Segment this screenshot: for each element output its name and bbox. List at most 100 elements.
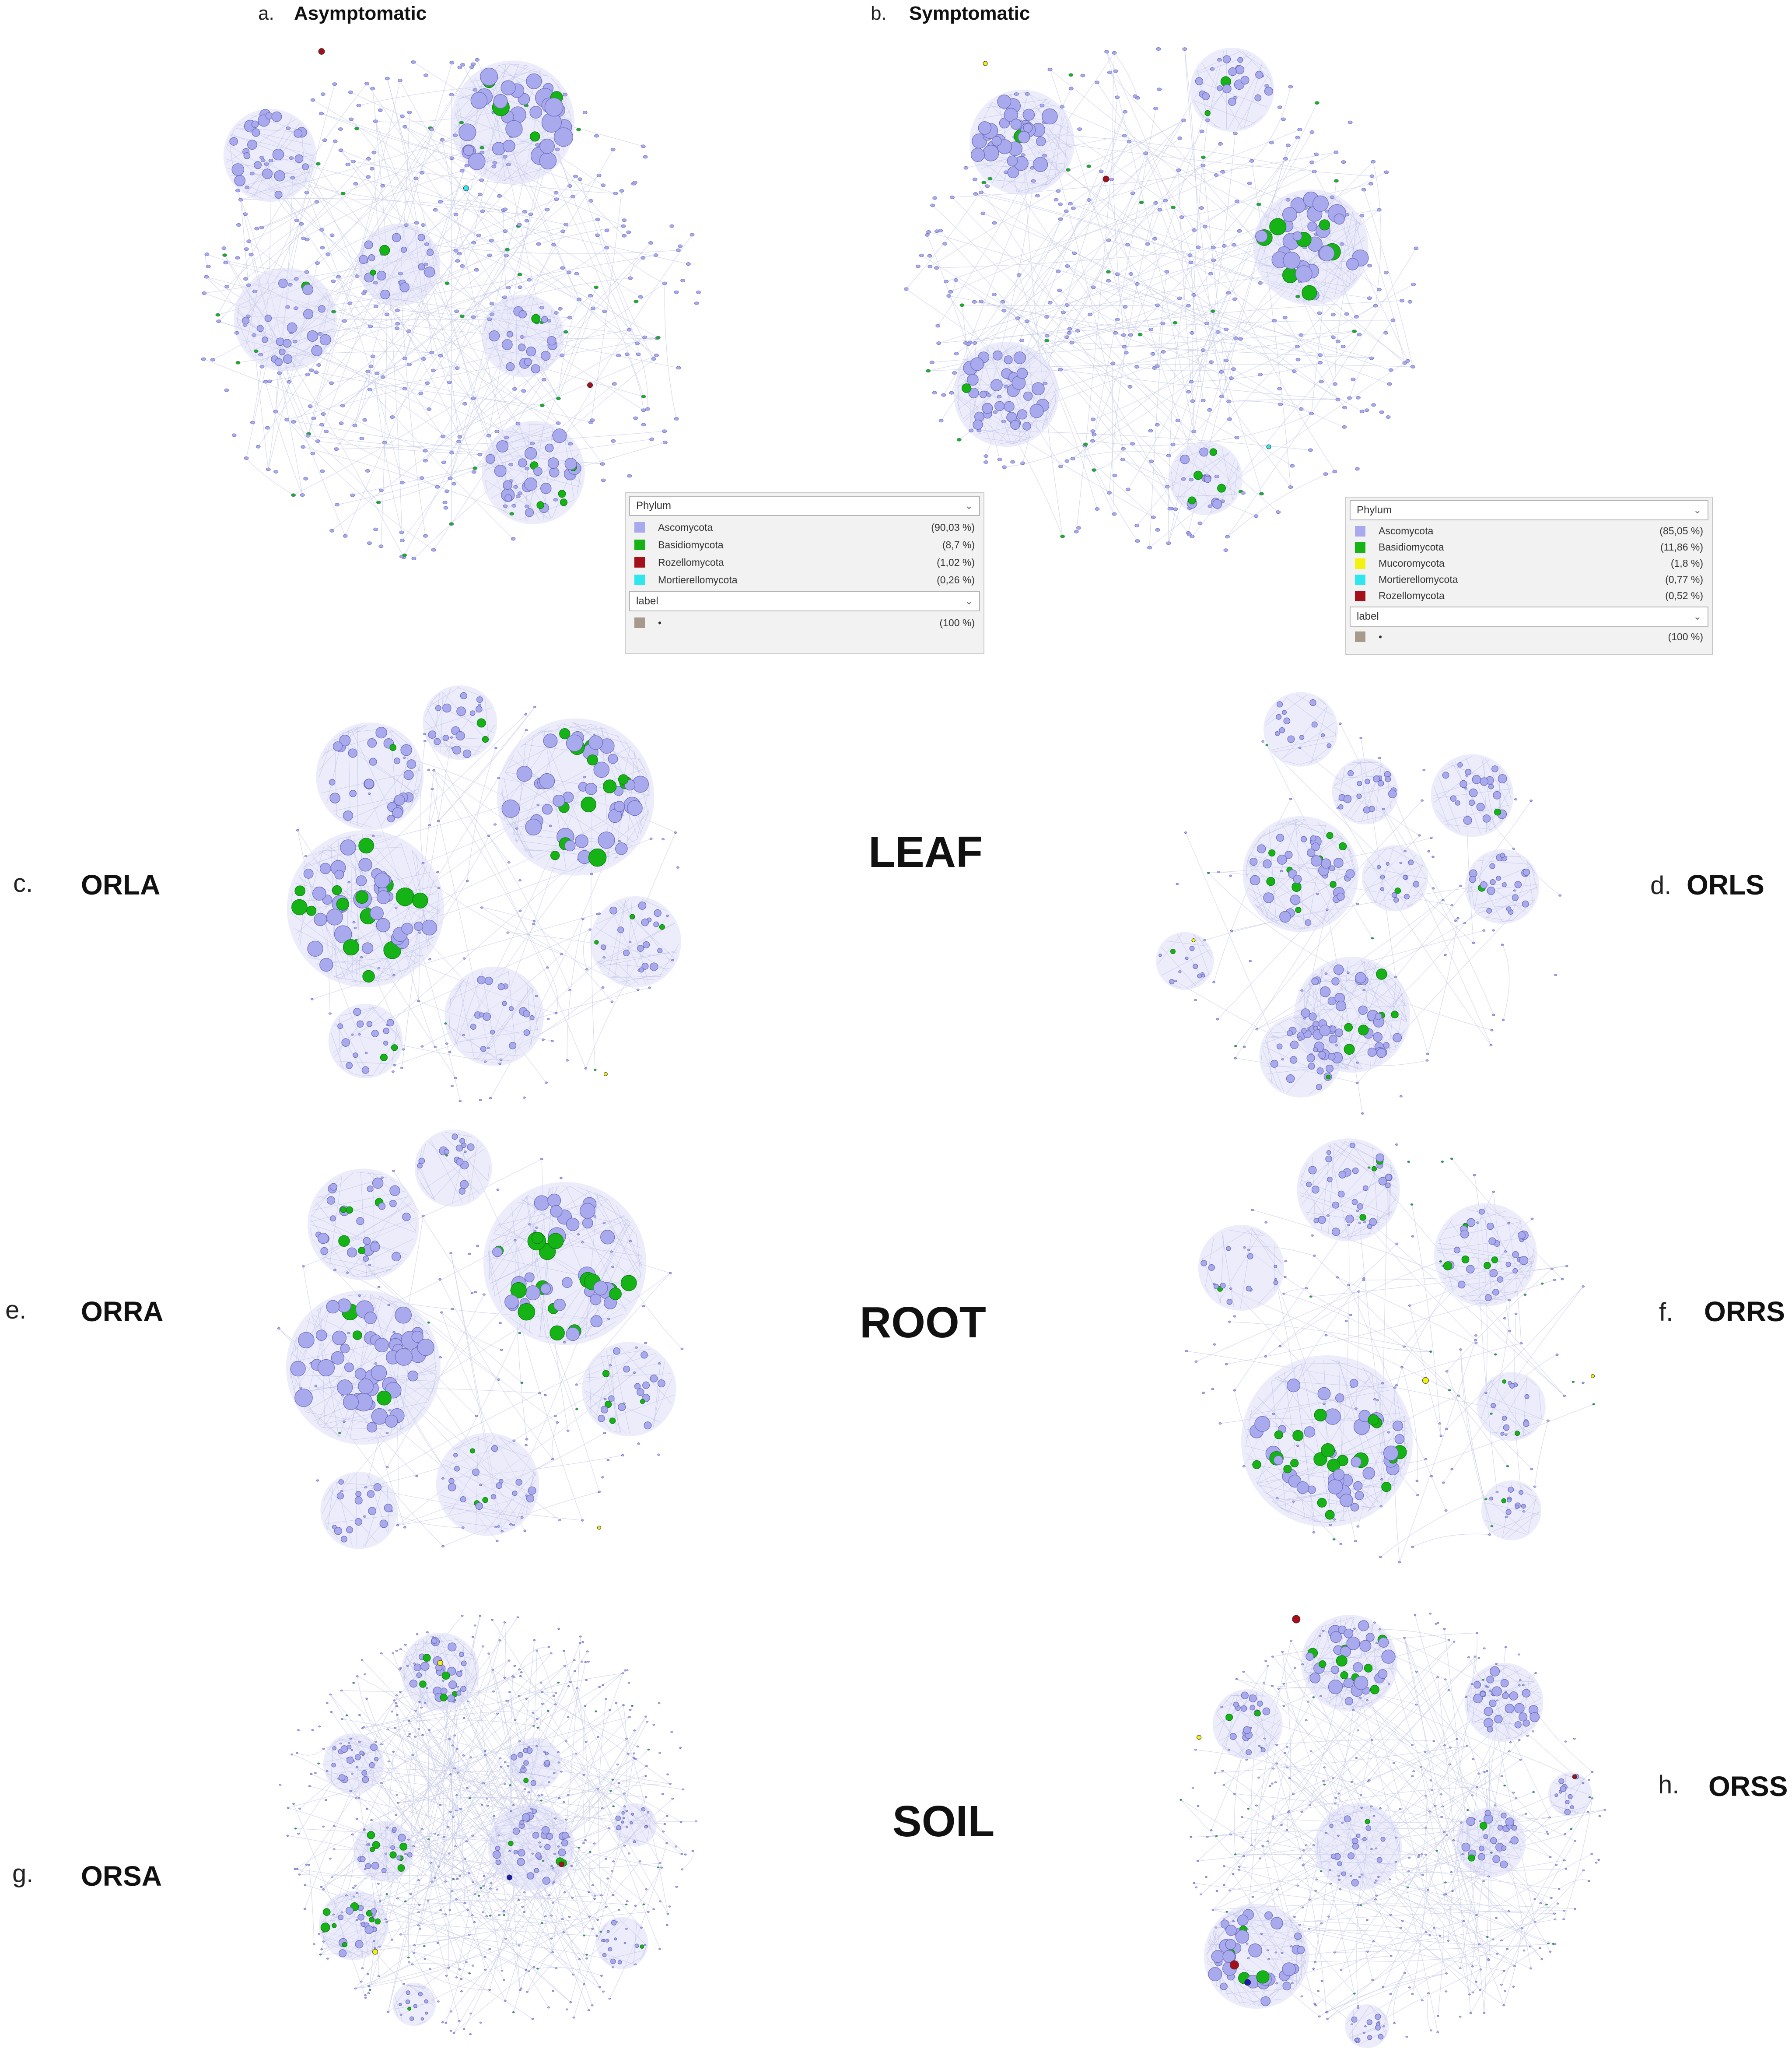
network-node — [638, 901, 647, 910]
network-node — [352, 1895, 355, 1898]
network-node — [294, 1868, 296, 1870]
network-node — [1411, 1546, 1414, 1548]
network-node — [1151, 516, 1156, 519]
network-node — [1427, 1889, 1430, 1891]
network-node — [377, 1390, 392, 1406]
label-dropdown[interactable]: label ⌄ — [1350, 607, 1708, 627]
network-node — [1564, 1833, 1567, 1835]
network-node — [377, 1975, 380, 1978]
label-dropdown[interactable]: label ⌄ — [629, 591, 980, 611]
network-node — [351, 1772, 354, 1775]
network-node — [345, 1714, 348, 1716]
network-node — [1295, 265, 1312, 283]
network-node — [524, 477, 538, 491]
network-node — [1197, 1805, 1200, 1807]
network-node — [1337, 1835, 1340, 1837]
network-node — [1379, 1807, 1382, 1810]
network-node — [331, 1762, 336, 1768]
network-node — [1375, 1013, 1382, 1020]
network-node — [539, 403, 545, 407]
phylum-dropdown[interactable]: Phylum ⌄ — [629, 496, 980, 516]
network-node — [290, 176, 295, 180]
network-node — [319, 423, 324, 427]
network-node — [320, 1922, 330, 1933]
network-node — [1124, 351, 1129, 354]
legend-phylum-percent: (8,7 %) — [942, 539, 975, 551]
network-node — [1259, 492, 1264, 496]
network-node — [462, 2028, 466, 2030]
network-node — [538, 1392, 541, 1395]
network-node — [438, 200, 443, 203]
network-node — [1303, 1017, 1306, 1020]
network-node — [374, 1362, 378, 1365]
network-node — [448, 1680, 457, 1689]
network-node — [434, 1877, 437, 1879]
network-node — [1358, 1620, 1369, 1631]
network-node — [615, 1815, 621, 1821]
network-node — [602, 1953, 607, 1957]
network-node — [1226, 291, 1231, 295]
network-node — [553, 1415, 557, 1417]
network-node — [418, 1158, 425, 1165]
network-node — [972, 300, 977, 304]
network-node — [421, 1734, 424, 1736]
network-node — [1508, 1487, 1514, 1493]
network-node — [1379, 1556, 1382, 1558]
network-node — [1135, 539, 1140, 543]
network-node — [471, 1880, 474, 1883]
network-node — [1378, 757, 1381, 759]
network-node — [555, 1967, 558, 1969]
phylum-dropdown[interactable]: Phylum ⌄ — [1350, 500, 1708, 520]
network-node — [1317, 311, 1322, 315]
network-node — [550, 1325, 565, 1341]
network-node — [1326, 1074, 1331, 1080]
network-node — [415, 1475, 419, 1477]
network-node — [550, 851, 560, 860]
network-node — [348, 90, 353, 94]
network-node — [421, 919, 438, 936]
network-node — [1324, 1408, 1341, 1425]
network-node — [385, 1921, 388, 1923]
network-node — [370, 1847, 375, 1852]
network-node — [497, 1525, 500, 1528]
network-node — [1523, 1294, 1527, 1296]
network-node — [346, 1271, 349, 1274]
network-node — [1445, 1428, 1448, 1430]
network-node — [1031, 179, 1036, 183]
network-node — [360, 1856, 366, 1862]
network-node — [460, 1686, 467, 1692]
network-node — [1362, 989, 1366, 991]
network-node — [559, 728, 570, 740]
network-node — [305, 372, 310, 376]
network-node — [1202, 1392, 1205, 1394]
network-node — [333, 1269, 336, 1271]
network-node — [1491, 1938, 1494, 1940]
network-node — [1309, 130, 1315, 134]
network-node — [355, 891, 369, 904]
network-node — [1320, 1980, 1323, 1982]
network-node — [1296, 1884, 1299, 1887]
network-node — [622, 1704, 625, 1706]
network-node — [1344, 1815, 1351, 1823]
network-node — [346, 1906, 354, 1915]
chevron-down-icon: ⌄ — [1693, 611, 1701, 622]
network-node — [554, 1691, 557, 1694]
network-node — [516, 1616, 519, 1618]
network-node — [364, 779, 374, 789]
network-node — [588, 849, 607, 867]
network-node — [1247, 1253, 1253, 1259]
network-node — [1067, 331, 1072, 335]
network-node — [477, 1894, 480, 1897]
network-node — [1347, 1224, 1350, 1226]
network-node — [408, 1961, 410, 1964]
network-node — [1495, 1491, 1499, 1494]
network-node — [346, 1526, 354, 1533]
network-node — [1338, 804, 1344, 810]
network-node — [368, 793, 371, 795]
network-node — [602, 779, 617, 793]
network-node — [1592, 1403, 1596, 1406]
network-node — [418, 1928, 421, 1930]
network-node — [533, 1639, 536, 1642]
network-node — [626, 1826, 628, 1828]
network-node — [682, 1788, 685, 1791]
